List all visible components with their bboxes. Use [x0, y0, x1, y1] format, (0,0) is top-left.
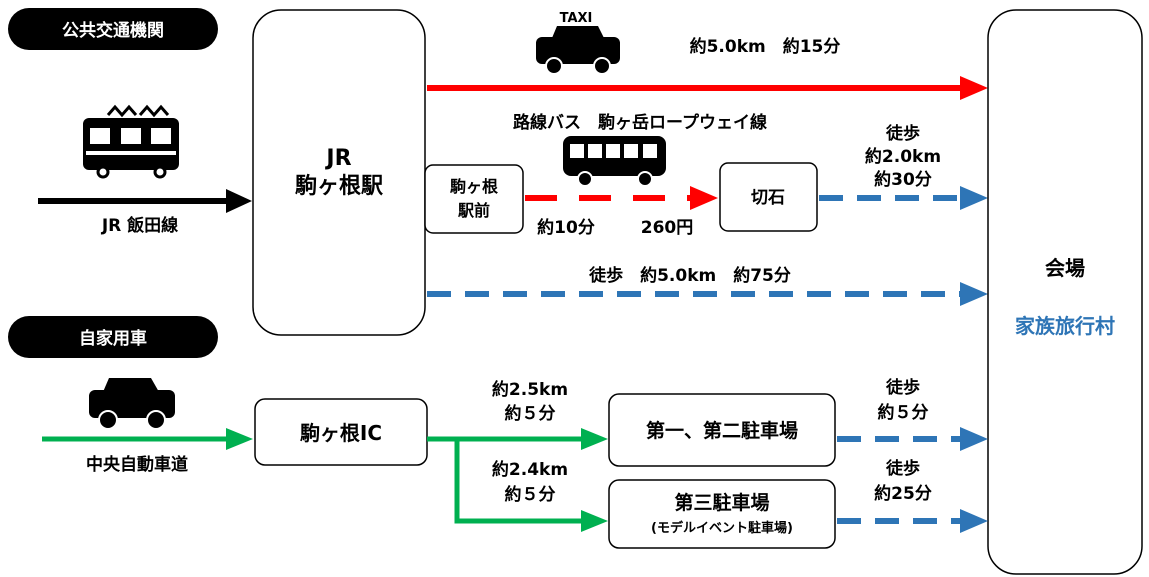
walk-p3-arrow	[837, 509, 988, 533]
private-car-pill: 自家用車	[8, 316, 218, 358]
venue-label: 会場	[1045, 256, 1085, 280]
walk-p3-line1: 徒歩	[885, 458, 920, 479]
route-p12-time: 約５分	[505, 403, 556, 424]
walk-kiriishi-line3: 約30分	[874, 169, 932, 190]
public-transport-pill: 公共交通機関	[8, 8, 218, 50]
kiriishi-box	[719, 162, 818, 232]
car-icon	[89, 378, 175, 430]
walk-kiriishi-arrow	[819, 186, 988, 210]
taxi-icon	[536, 26, 620, 75]
parking3-label: 第三駐車場	[674, 491, 769, 514]
bus-stop-line1: 駒ヶ根	[450, 177, 498, 196]
parking12-box	[608, 393, 836, 467]
station-line2: 駒ヶ根駅	[295, 173, 383, 199]
walk-p3-line2: 約25分	[874, 483, 932, 504]
train-icon	[83, 104, 179, 179]
komagane-ic-box	[254, 398, 428, 466]
bus-route-arrow	[525, 186, 718, 210]
venue-box	[987, 9, 1143, 575]
public-transport-label: 公共交通機関	[62, 20, 164, 41]
route-to-parking3-arrow	[454, 439, 608, 532]
walk-p12-line2: 約５分	[878, 402, 929, 423]
bus-icon	[563, 136, 666, 187]
bus-time: 約10分	[537, 217, 595, 238]
walk-direct-info: 徒歩 約5.0km 約75分	[588, 265, 791, 286]
walk-kiriishi-line2: 約2.0km	[865, 146, 941, 167]
taxi-route-arrow	[427, 76, 988, 100]
ic-label: 駒ヶ根IC	[300, 421, 382, 445]
komagane-station-box	[252, 9, 426, 336]
expressway-arrow	[42, 428, 253, 450]
walk-p12-line1: 徒歩	[885, 377, 920, 398]
taxi-info: 約5.0km 約15分	[690, 36, 841, 57]
expressway-label: 中央自動車道	[86, 454, 188, 475]
taxi-sign-label: TAXI	[560, 11, 593, 26]
parking3-sub: (モデルイベント駐車場)	[651, 520, 793, 536]
parking3-box	[608, 479, 836, 549]
parking12-label: 第一、第二駐車場	[646, 419, 798, 442]
route-p12-dist: 約2.5km	[492, 379, 568, 400]
walk-direct-arrow	[427, 282, 988, 306]
route-p3-dist: 約2.4km	[492, 459, 568, 480]
walk-p12-arrow	[837, 427, 988, 451]
jr-iida-line-label: JR 飯田線	[101, 215, 178, 236]
bus-fare: 260円	[641, 218, 694, 238]
venue-name: 家族旅行村	[1015, 314, 1115, 338]
jr-iida-line-arrow	[38, 189, 252, 213]
route-to-parking12-arrow	[427, 428, 608, 450]
komagane-ekimae-box	[424, 164, 524, 234]
bus-stop-line2: 駅前	[457, 201, 490, 220]
kiriishi-label: 切石	[751, 188, 785, 208]
bus-route-title: 路線バス 駒ヶ岳ロープウェイ線	[513, 112, 767, 133]
route-p3-time: 約５分	[505, 484, 556, 505]
station-line1: JR	[324, 146, 351, 171]
walk-kiriishi-line1: 徒歩	[885, 123, 920, 144]
private-car-label: 自家用車	[79, 328, 147, 349]
